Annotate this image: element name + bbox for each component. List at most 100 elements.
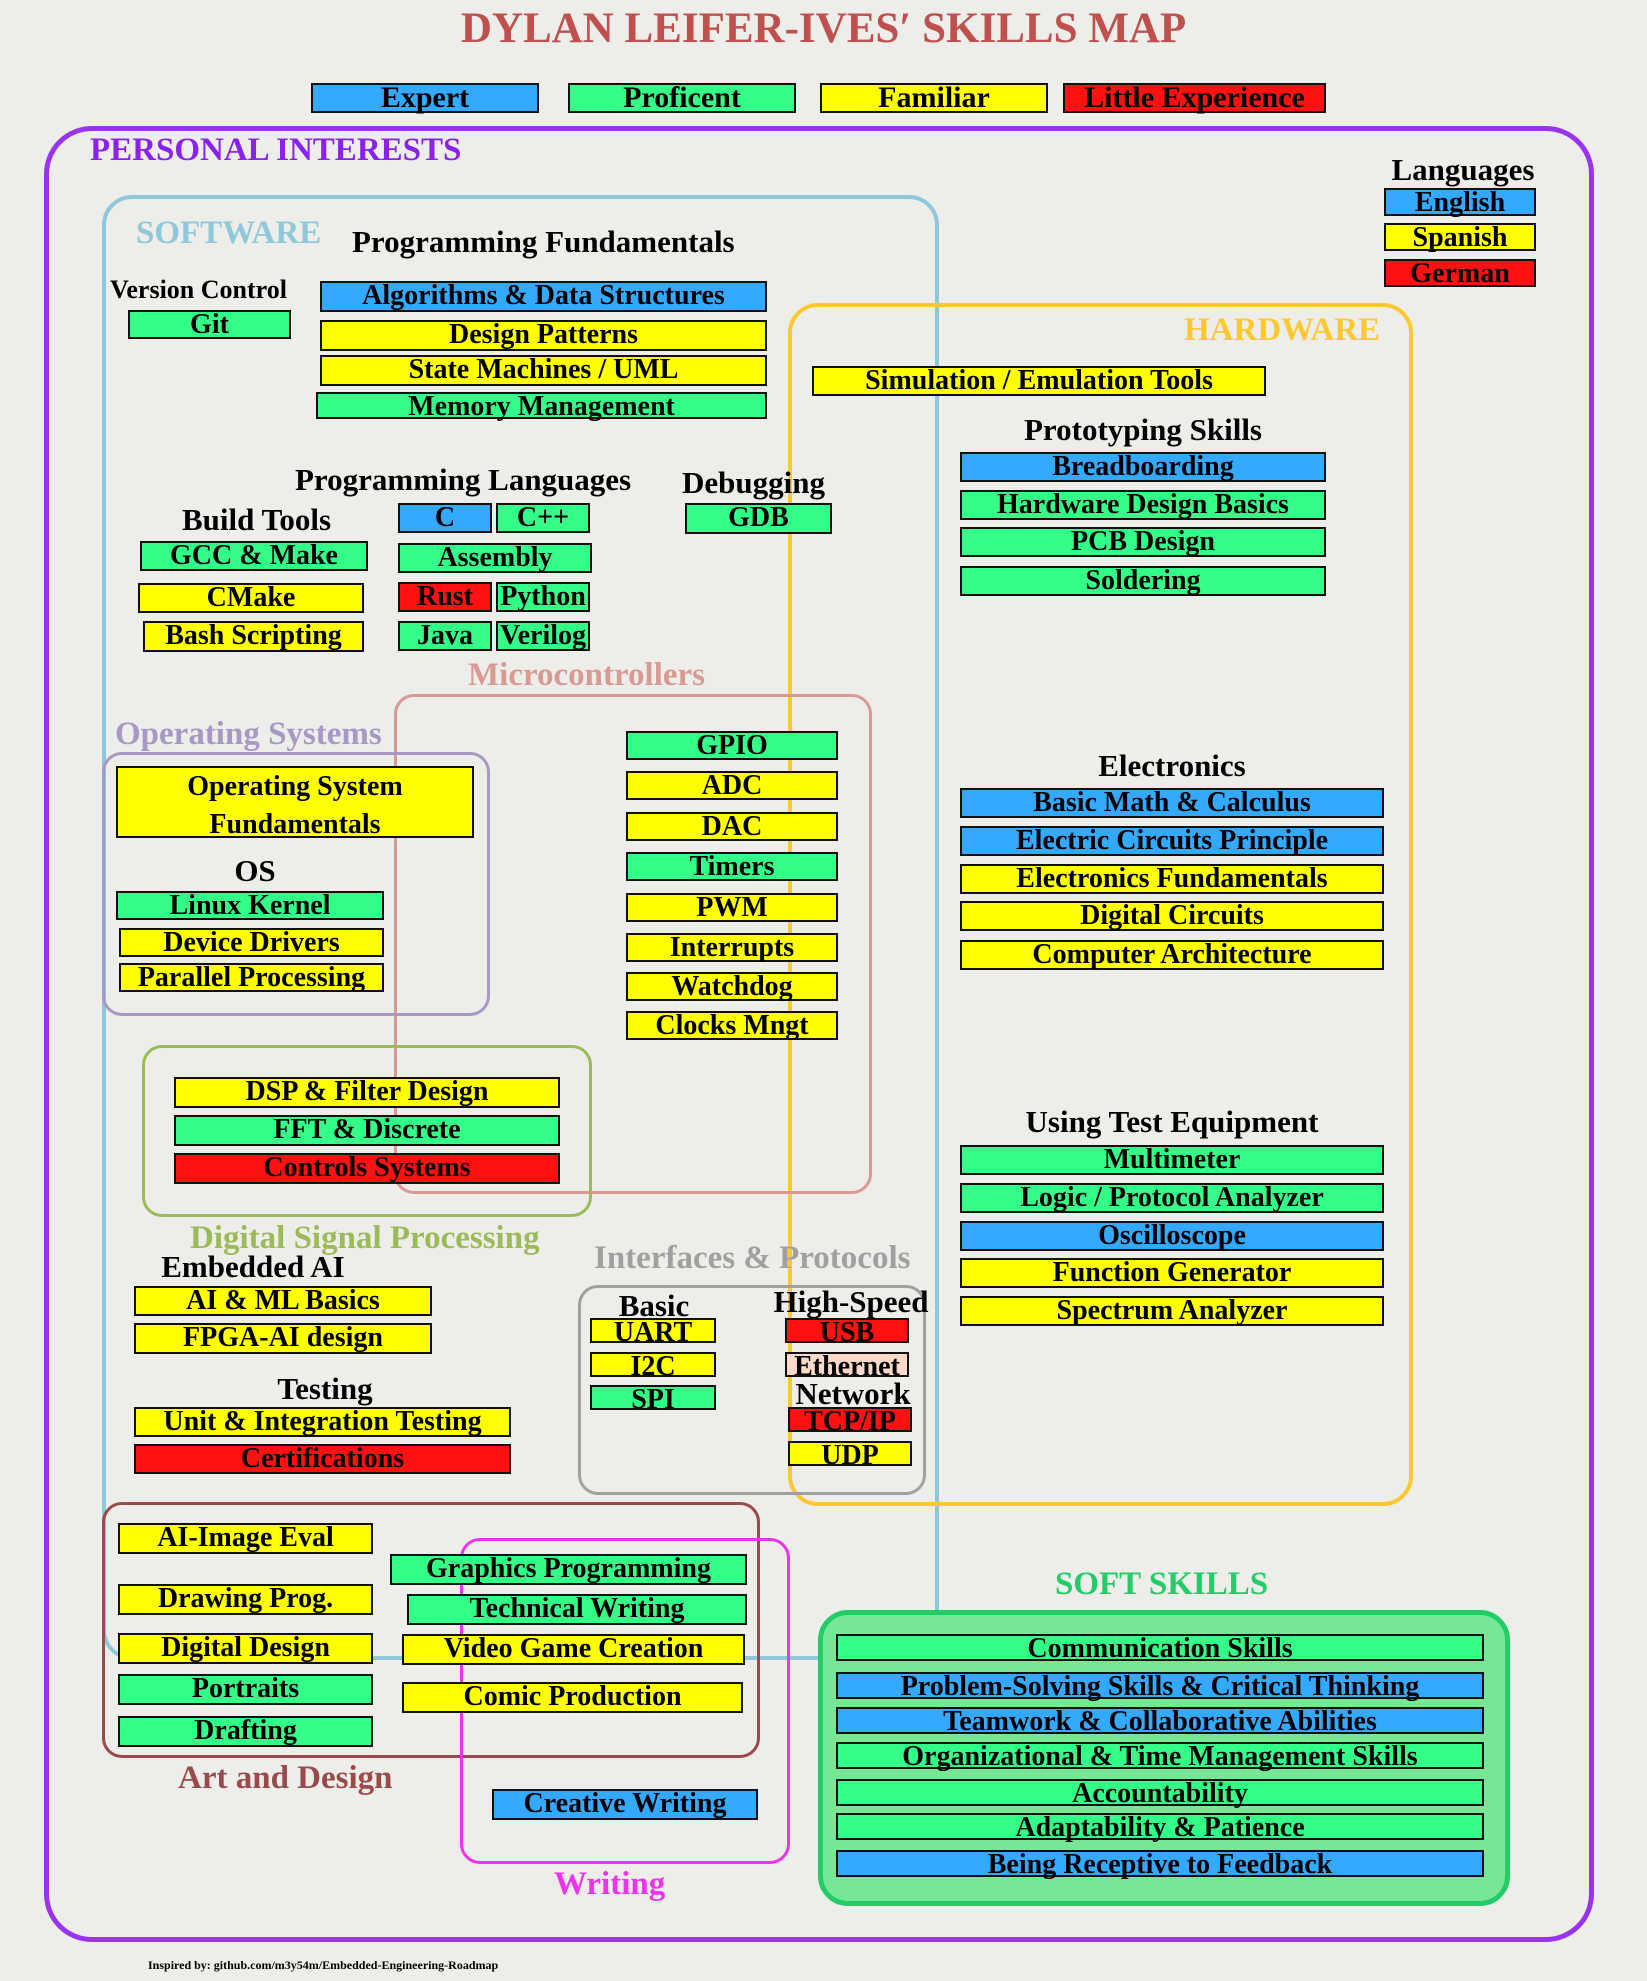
footer-credit: Inspired by: github.com/m3y54m/Embedded-… — [148, 1958, 499, 1972]
skill-graphics-programming: Graphics Programming — [390, 1554, 747, 1585]
operating-systems-label: Operating Systems — [115, 716, 382, 752]
skill-comic-production: Comic Production — [402, 1682, 743, 1713]
skill-linux-kernel: Linux Kernel — [116, 891, 384, 920]
legend-expert: Expert — [311, 83, 539, 113]
skill-drafting: Drafting — [118, 1716, 373, 1747]
writing-label: Writing — [554, 1866, 666, 1902]
programming-fundamentals-header: Programming Fundamentals — [352, 224, 735, 259]
skill-uart: UART — [590, 1318, 716, 1347]
skill-hardware-design: Hardware Design Basics — [960, 490, 1326, 520]
skill-pwm: PWM — [626, 893, 838, 922]
skill-logic-analyzer: Logic / Protocol Analyzer — [960, 1183, 1384, 1213]
skill-electronics-fundamentals: Electronics Fundamentals — [960, 864, 1384, 894]
skill-java: Java — [398, 621, 492, 651]
legend-proficient: Proficent — [568, 83, 796, 113]
skill-design-patterns: Design Patterns — [320, 320, 767, 351]
skill-german: German — [1384, 259, 1536, 288]
skill-pcb-design: PCB Design — [960, 527, 1326, 557]
skill-usb: USB — [785, 1318, 909, 1347]
skill-watchdog: Watchdog — [626, 972, 838, 1001]
skill-bash: Bash Scripting — [143, 621, 364, 652]
skill-cmake: CMake — [138, 583, 364, 613]
skill-algorithms: Algorithms & Data Structures — [320, 281, 767, 312]
skill-udp: UDP — [788, 1441, 912, 1470]
skill-gpio: GPIO — [626, 731, 838, 760]
skill-video-game-creation: Video Game Creation — [402, 1634, 745, 1665]
skill-electric-circuits: Electric Circuits Principle — [960, 826, 1384, 856]
personal-interests-label: PERSONAL INTERESTS — [90, 132, 462, 168]
skill-digital-circuits: Digital Circuits — [960, 901, 1384, 931]
skill-memory-management: Memory Management — [316, 392, 767, 421]
skill-cpp: C++ — [496, 503, 590, 533]
skill-ai-image-eval: AI-Image Eval — [118, 1523, 373, 1554]
testing-header: Testing — [277, 1371, 373, 1406]
operating-systems-frame — [102, 752, 490, 1016]
page-title: DYLAN LEIFER-IVES′ SKILLS MAP — [460, 5, 1187, 52]
skill-controls-systems: Controls Systems — [174, 1153, 560, 1184]
skill-timers: Timers — [626, 852, 838, 881]
skill-technical-writing: Technical Writing — [407, 1594, 747, 1625]
skill-interrupts: Interrupts — [626, 933, 838, 962]
skill-digital-design: Digital Design — [118, 1633, 373, 1664]
skill-adaptability: Adaptability & Patience — [836, 1813, 1484, 1842]
skill-spectrum-analyzer: Spectrum Analyzer — [960, 1296, 1384, 1326]
skill-english: English — [1384, 188, 1536, 217]
skill-basic-math: Basic Math & Calculus — [960, 788, 1384, 818]
skill-spi: SPI — [590, 1385, 716, 1414]
skill-multimeter: Multimeter — [960, 1145, 1384, 1175]
skill-parallel-processing: Parallel Processing — [119, 963, 384, 992]
skill-oscilloscope: Oscilloscope — [960, 1221, 1384, 1251]
skill-ai-ml-basics: AI & ML Basics — [134, 1286, 432, 1316]
hardware-label: HARDWARE — [1184, 312, 1381, 348]
skill-soldering: Soldering — [960, 566, 1326, 596]
skill-state-machines: State Machines / UML — [320, 355, 767, 386]
high-speed-header: High-Speed — [773, 1284, 929, 1319]
skill-python: Python — [496, 582, 590, 612]
skill-problem-solving: Problem-Solving Skills & Critical Thinki… — [836, 1672, 1484, 1701]
skill-organizational: Organizational & Time Management Skills — [836, 1742, 1484, 1771]
soft-skills-label: SOFT SKILLS — [1055, 1566, 1269, 1602]
os-header: OS — [234, 853, 276, 888]
skill-teamwork: Teamwork & Collaborative Abilities — [836, 1707, 1484, 1736]
version-control-header: Version Control — [110, 275, 287, 304]
skill-fpga-ai: FPGA-AI design — [134, 1323, 432, 1354]
skill-gdb: GDB — [685, 503, 832, 534]
skill-dac: DAC — [626, 812, 838, 841]
microcontrollers-label: Microcontrollers — [468, 657, 706, 693]
skill-fft: FFT & Discrete — [174, 1115, 560, 1146]
legend-familiar: Familiar — [820, 83, 1048, 113]
interfaces-frame — [578, 1285, 926, 1495]
skill-c: C — [398, 503, 492, 533]
interfaces-label: Interfaces & Protocols — [594, 1240, 911, 1276]
skill-simulation: Simulation / Emulation Tools — [812, 366, 1266, 396]
embedded-ai-header: Embedded AI — [161, 1249, 345, 1284]
skill-feedback: Being Receptive to Feedback — [836, 1850, 1484, 1879]
languages-header: Languages — [1391, 152, 1535, 187]
skill-computer-architecture: Computer Architecture — [960, 940, 1384, 970]
skill-accountability: Accountability — [836, 1779, 1484, 1808]
skill-function-generator: Function Generator — [960, 1258, 1384, 1288]
programming-languages-header: Programming Languages — [295, 462, 632, 497]
prototyping-header: Prototyping Skills — [1023, 412, 1262, 447]
skill-verilog: Verilog — [496, 621, 590, 651]
basic-header: Basic — [618, 1288, 690, 1323]
skill-assembly: Assembly — [398, 543, 592, 573]
skill-rust: Rust — [398, 582, 492, 612]
skill-spanish: Spanish — [1384, 223, 1536, 252]
legend-little-experience: Little Experience — [1063, 83, 1326, 113]
skill-communication: Communication Skills — [836, 1634, 1484, 1663]
debugging-header: Debugging — [682, 465, 825, 500]
skill-adc: ADC — [626, 771, 838, 800]
skill-clocks: Clocks Mngt — [626, 1011, 838, 1040]
dsp-frame — [142, 1045, 592, 1217]
skill-tcpip: TCP/IP — [788, 1407, 912, 1436]
skill-drawing-prog: Drawing Prog. — [118, 1584, 373, 1615]
test-equipment-header: Using Test Equipment — [1025, 1104, 1319, 1139]
skill-i2c: I2C — [590, 1352, 716, 1381]
skill-portraits: Portraits — [118, 1674, 373, 1705]
skill-os-fundamentals: Operating System Fundamentals — [116, 766, 474, 840]
microcontrollers-frame — [394, 694, 872, 1194]
build-tools-header: Build Tools — [182, 502, 332, 537]
skill-creative-writing: Creative Writing — [492, 1789, 758, 1820]
network-header: Network — [795, 1376, 911, 1411]
